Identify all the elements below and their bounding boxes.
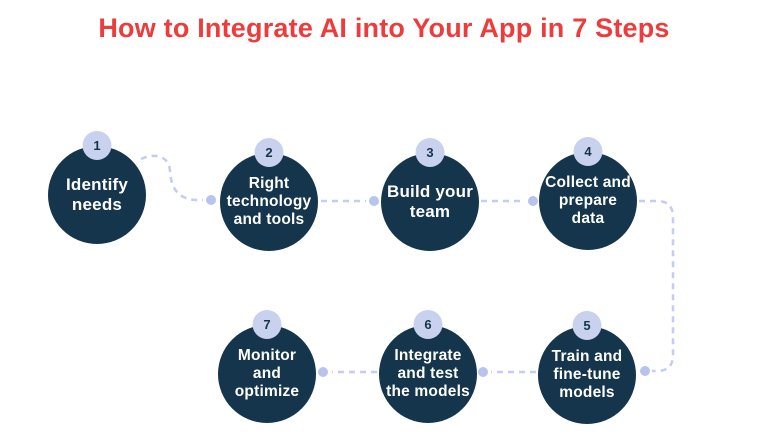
step-label: Build your team [386, 181, 474, 221]
step-label: Monitor and optimize [234, 346, 300, 401]
step-3-build-your-team: 3 Build your team [381, 138, 479, 251]
step-5-train-and-fine-tune-models: 5 Train and fine-tune models [538, 311, 636, 424]
connector-6-7 [318, 367, 377, 377]
step-number-badge: 3 [415, 138, 445, 167]
step-number-badge: 2 [254, 138, 284, 167]
connector-5-6 [478, 367, 536, 377]
connector-3-4 [481, 196, 538, 206]
step-label: Identify needs [65, 174, 129, 214]
step-number-badge: 7 [252, 310, 282, 339]
step-number-badge: 5 [572, 311, 602, 340]
step-7-monitor-and-optimize: 7 Monitor and optimize [218, 310, 316, 423]
connector-dot [369, 196, 379, 206]
step-4-collect-and-prepare-data: 4 Collect and prepare data [539, 137, 637, 250]
step-label: Integrate and test the models [386, 346, 470, 401]
connector-4-5 [639, 199, 675, 376]
connector-2-3 [321, 196, 379, 206]
connector-1-2 [140, 154, 216, 205]
step-2-right-technology-and-tools: 2 Right technology and tools [220, 138, 318, 251]
page-title: How to Integrate AI into Your App in 7 S… [98, 13, 670, 43]
step-label: Collect and prepare data [545, 173, 631, 228]
connector-dot [318, 367, 328, 377]
step-label: Right technology and tools [226, 174, 312, 229]
connector-dot [528, 196, 538, 206]
step-label: Train and fine-tune models [551, 347, 623, 402]
step-1-identify-needs: 1 Identify needs [48, 131, 146, 244]
step-number-badge: 6 [413, 310, 443, 339]
connector-dot [640, 366, 650, 376]
connector-dot [478, 367, 488, 377]
step-number-badge: 4 [573, 137, 603, 166]
step-6-integrate-and-test-the-models: 6 Integrate and test the models [379, 310, 477, 423]
connector-dot [206, 195, 216, 205]
step-number-badge: 1 [82, 131, 112, 160]
